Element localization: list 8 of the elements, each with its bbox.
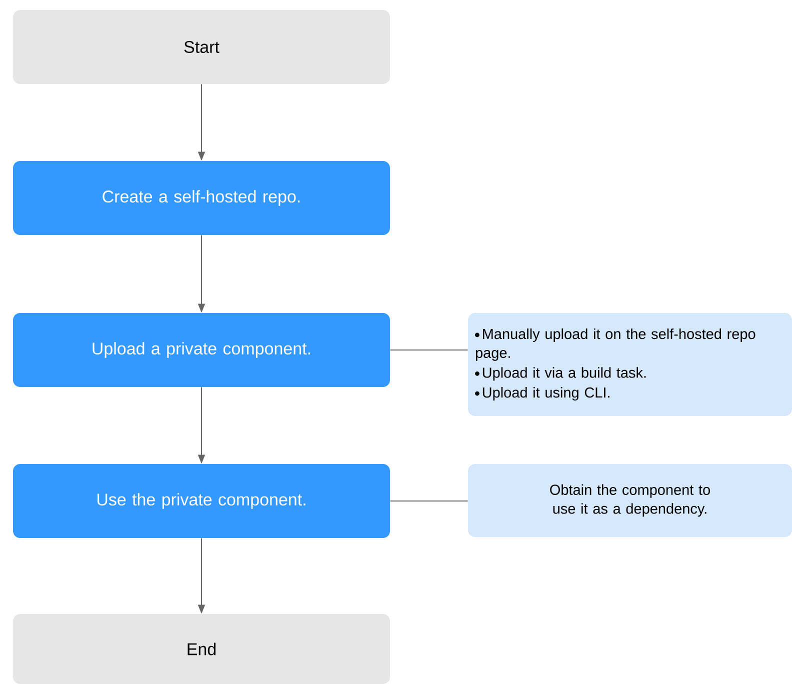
process-box: Create a self-hosted repo. (13, 161, 390, 235)
process-box: Use the private component. (13, 464, 390, 538)
note-box: Manually upload it on the self-hosted repo page. Upload it via a build task. Upload it using CLI. (468, 313, 792, 416)
flow-terminal-box: Start (13, 10, 390, 84)
process-box: Upload a private component. (13, 313, 390, 387)
flow-terminal-box: End (13, 614, 390, 684)
connector-line (390, 500, 468, 502)
note-box: Obtain the component to use it as a dependency. (468, 464, 792, 537)
